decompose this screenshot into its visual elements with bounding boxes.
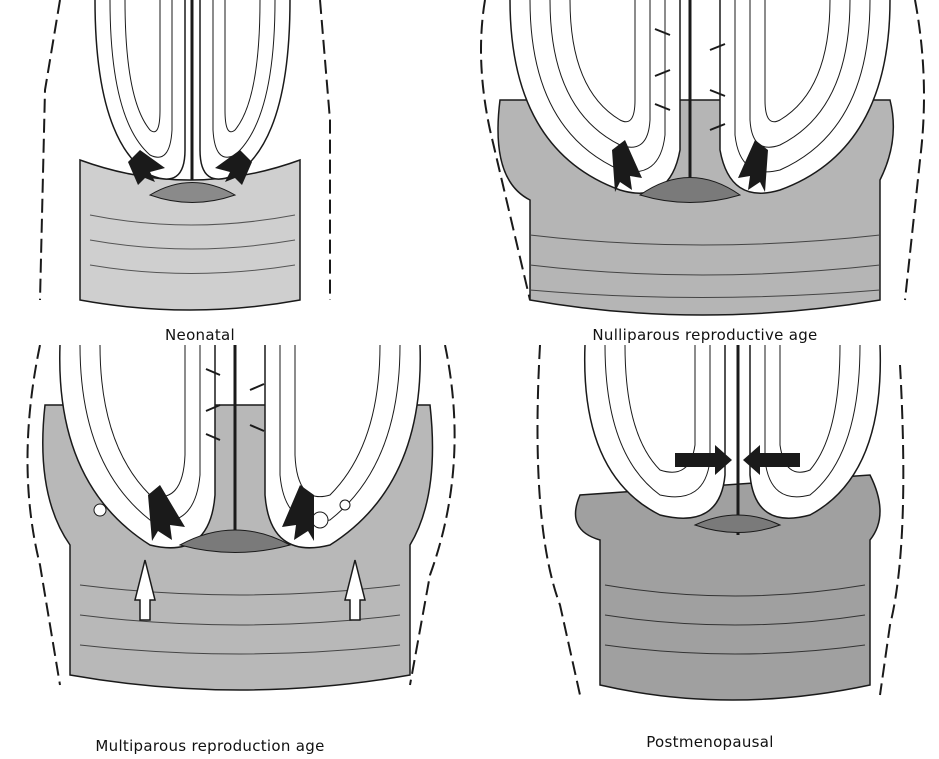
caption-postmenopausal: Postmenopausal [620, 733, 800, 751]
panel-postmenopausal: Postmenopausal [470, 345, 939, 759]
caption-nulliparous: Nulliparous reproductive age [580, 326, 830, 344]
nulliparous-cervix-illustration [470, 0, 939, 345]
panel-multiparous: Multiparous reproduction age [0, 345, 470, 759]
panel-neonatal: Neonatal [0, 0, 470, 345]
neonatal-cervix-illustration [0, 0, 470, 345]
postmenopausal-cervix-illustration [470, 345, 939, 759]
panel-nulliparous: Nulliparous reproductive age [470, 0, 939, 345]
multiparous-cervix-illustration [0, 345, 470, 759]
caption-neonatal: Neonatal [110, 326, 290, 344]
caption-multiparous: Multiparous reproduction age [60, 737, 360, 755]
